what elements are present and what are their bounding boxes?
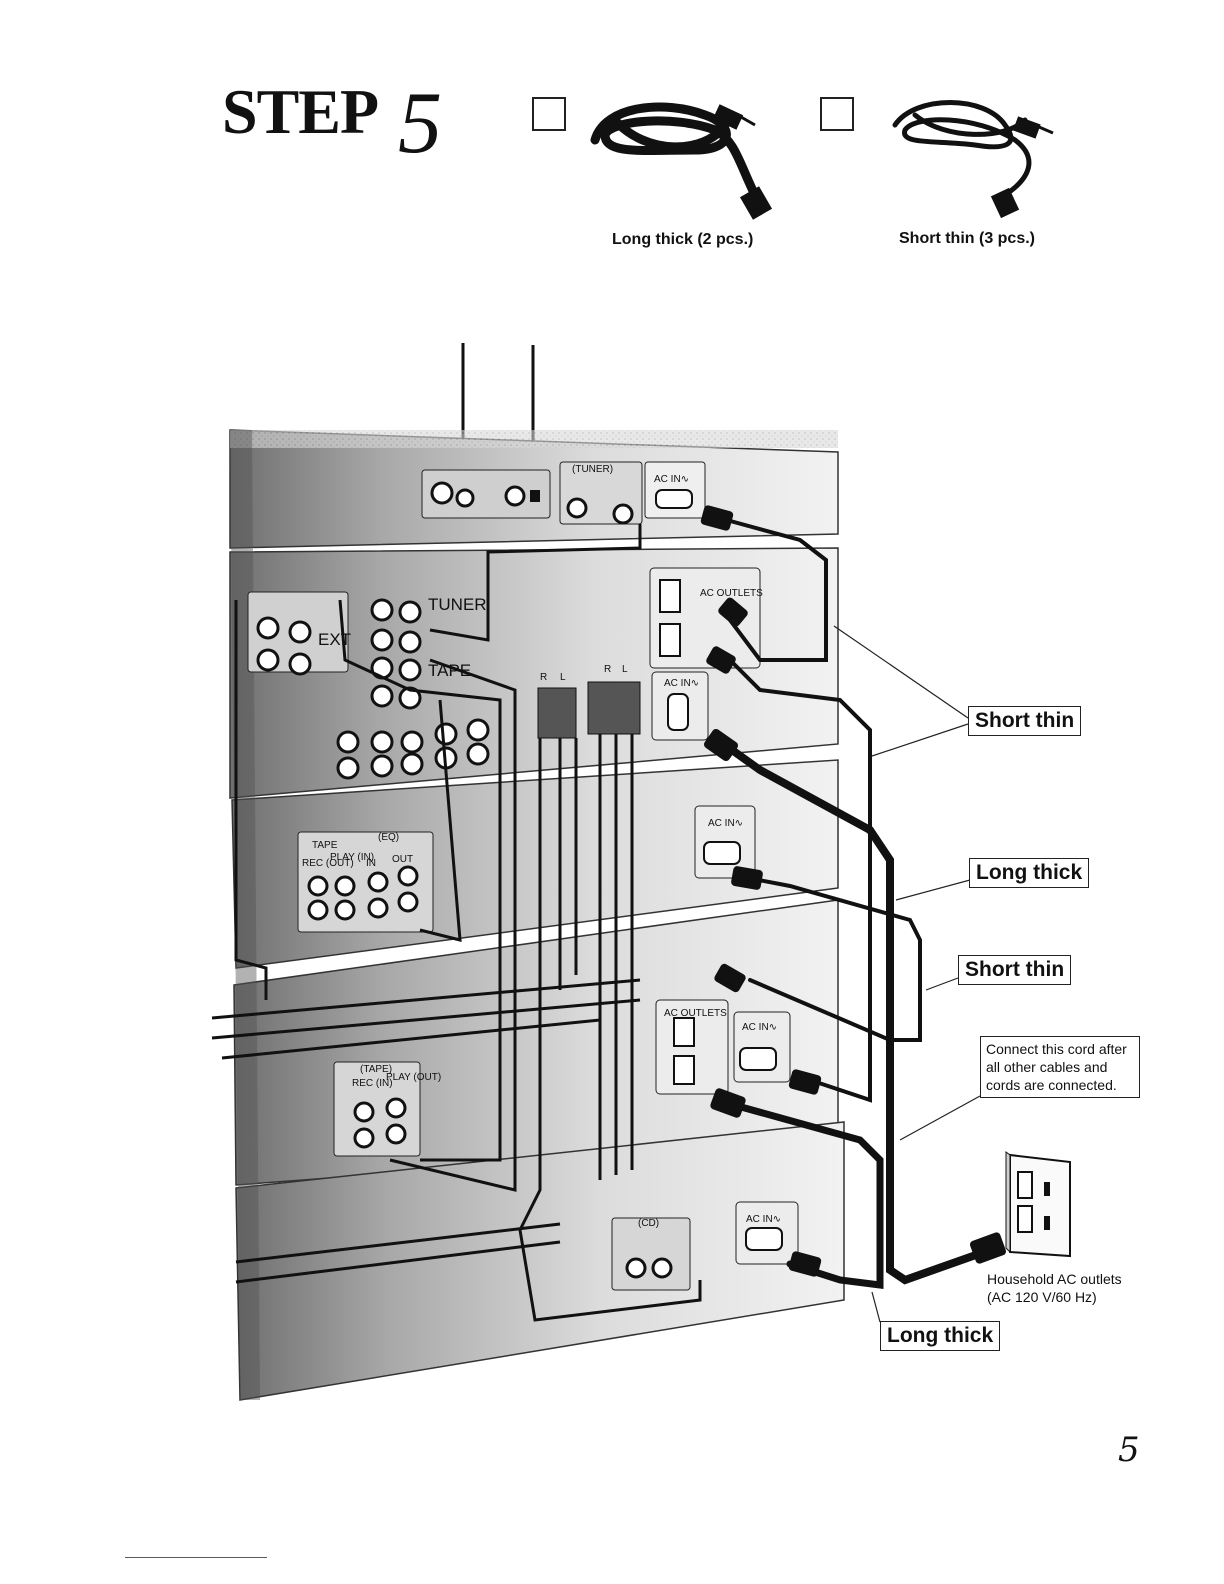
rec-out-label: REC (OUT) (302, 858, 354, 869)
wall-outlet-icon (1005, 1151, 1071, 1258)
tuner-label: TUNER (428, 595, 487, 614)
callout-short-thin-lower: Short thin (958, 955, 1072, 985)
callout-long-thick-lower: Long thick (880, 1321, 1001, 1351)
tape-eq-label: TAPE (312, 840, 338, 851)
amplifier-rear-panel: EXT TUNER TAPE R L R L AC OUTLETS AC IN∿ (247, 567, 763, 780)
page-number: 5 (1118, 1430, 1140, 1470)
part-caption-long-thick: Long thick (2 pcs.) (612, 231, 754, 248)
step-number: 5 (398, 75, 442, 172)
checkbox-long-thick[interactable] (532, 97, 566, 131)
footnote-rule (125, 1557, 267, 1558)
tape-label: TAPE (428, 661, 471, 680)
ac-in-label-deck: AC IN∿ (742, 1022, 777, 1033)
speaker-r-label-left: R (540, 672, 547, 683)
leader-lines (833, 625, 981, 1323)
ac-in-label-cd: AC IN∿ (746, 1214, 781, 1225)
play-in-label: PLAY (IN) (330, 852, 374, 863)
rec-in-label: REC (IN) (352, 1078, 393, 1089)
household-outlets-caption: Household AC outlets (AC 120 V/60 Hz) (987, 1270, 1122, 1306)
signal-cables (211, 524, 702, 1322)
checkbox-short-thin[interactable] (820, 97, 854, 131)
ac-outlets-label-amp: AC OUTLETS (700, 588, 763, 599)
power-cord-thin-icon (892, 100, 1054, 219)
out-label: OUT (392, 854, 413, 865)
play-out-label: PLAY (OUT) (386, 1072, 441, 1083)
speaker-r-label-right: R (604, 664, 611, 675)
eq-label: (EQ) (378, 832, 399, 843)
cd-player-unit (235, 1121, 845, 1401)
callout-short-thin-upper: Short thin (968, 706, 1082, 736)
ac-in-label-eq: AC IN∿ (708, 818, 743, 829)
tuner-rear-panel: (TUNER) AC IN∿ (421, 461, 706, 525)
tape-jack-label: (TAPE) (360, 1064, 392, 1075)
cd-rear-panel: (CD) AC IN∿ (611, 1201, 799, 1291)
cd-jack-label: (CD) (638, 1218, 659, 1229)
speaker-l-label-left: L (560, 672, 566, 683)
part-caption-short-thin: Short thin (3 pcs.) (899, 230, 1035, 247)
ext-label: EXT (318, 630, 351, 649)
ac-in-label-amp: AC IN∿ (664, 678, 699, 689)
household-outlets-line2: (AC 120 V/60 Hz) (987, 1289, 1097, 1305)
callout-long-thick-upper: Long thick (969, 858, 1090, 888)
power-cords (710, 514, 994, 1289)
cassette-rear-panel: (TAPE) REC (IN) PLAY (OUT) AC OUTLETS AC… (333, 999, 791, 1157)
power-plugs (700, 505, 1007, 1277)
ac-in-label-tuner: AC IN∿ (654, 474, 689, 485)
household-outlets-line1: Household AC outlets (987, 1271, 1122, 1287)
in-label: IN (366, 858, 376, 869)
step-title: STEP (222, 76, 379, 147)
equalizer-rear-panel: TAPE (EQ) REC (OUT) PLAY (IN) IN OUT AC … (297, 805, 756, 933)
tuner-jack-label: (TUNER) (572, 464, 613, 475)
connect-last-note: Connect this cord after all other cables… (980, 1036, 1140, 1098)
speaker-l-label-right: L (622, 664, 628, 675)
power-cord-thick-icon (590, 102, 773, 220)
ac-outlets-label-deck: AC OUTLETS (664, 1008, 727, 1019)
